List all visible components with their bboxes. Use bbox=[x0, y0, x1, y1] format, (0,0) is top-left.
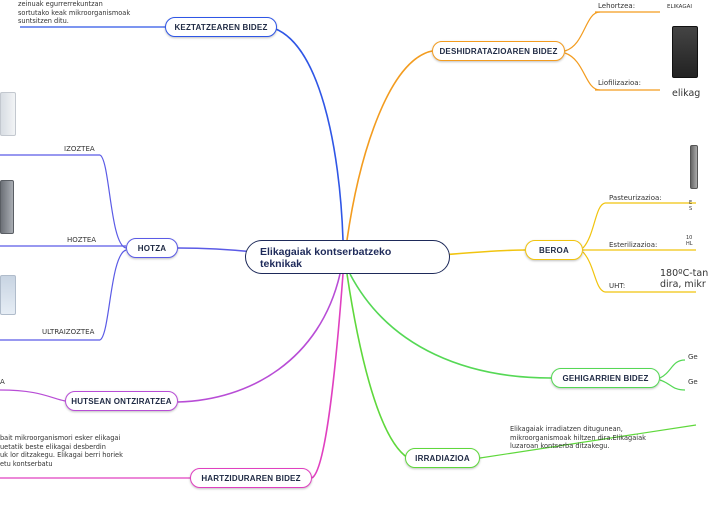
uht-note-line-1: 180ºC-tan bbox=[660, 268, 708, 279]
branch-hartziduraren-label: HARTZIDURAREN BIDEZ bbox=[201, 473, 301, 483]
connector-deshidratazio bbox=[346, 50, 433, 241]
connector-irradiazioa bbox=[346, 273, 409, 459]
central-title-line-1: Elikagaiak kontserbatzeko bbox=[260, 246, 392, 258]
uht-note-line-2: dira, mikr bbox=[660, 279, 706, 290]
connector-gehigarrien bbox=[349, 273, 552, 379]
irradiazio-note: Elikagaiak irradiatzen ditugunean, mikro… bbox=[510, 425, 646, 451]
connector-ultraizoztea bbox=[99, 249, 127, 341]
uht-note: 180ºC-tan dira, mikr bbox=[660, 268, 708, 290]
hartzidura-note: bait mikroorganismori esker elikagai uet… bbox=[0, 434, 123, 468]
branch-gehigarrien[interactable]: GEHIGARRIEN BIDEZ bbox=[551, 368, 660, 388]
irradiazio-note-line-1: Elikagaiak irradiatzen ditugunean, bbox=[510, 425, 623, 433]
freezer-image bbox=[0, 92, 16, 136]
branch-beroa[interactable]: BEROA bbox=[525, 240, 583, 260]
branch-hutsean[interactable]: HUTSEAN ONTZIRATZEA bbox=[65, 391, 178, 411]
label-hoztea: HOZTEA bbox=[67, 236, 97, 244]
irradiazio-note-line-3: luzaroan kontserba ditzakegu. bbox=[510, 442, 610, 450]
connector-liofilizazioa bbox=[564, 52, 601, 91]
liofil-note: elikag bbox=[672, 88, 701, 99]
connector-uht bbox=[582, 251, 606, 293]
dried-food-image bbox=[672, 26, 698, 78]
branch-gehigarrien-label: GEHIGARRIEN BIDEZ bbox=[562, 373, 649, 383]
connector-hutsean bbox=[177, 273, 341, 403]
lehortze-note: ELIKAGAI bbox=[667, 4, 692, 10]
keztatze-note: zeinuak egurrerrekuntzan sortutako keak … bbox=[18, 0, 130, 26]
label-izoztea: IZOZTEA bbox=[64, 145, 95, 153]
branch-deshidratazio-label: DESHIDRATAZIOAREN BIDEZ bbox=[439, 46, 558, 56]
hartzidura-note-line-3: uk lor ditzakegu. Elikagai berri horiek bbox=[0, 451, 123, 459]
connector-gehi1 bbox=[659, 359, 686, 379]
fridge-image bbox=[0, 180, 14, 234]
central-title-line-2: teknikak bbox=[260, 258, 303, 270]
connector-pasteurizazioa bbox=[582, 202, 606, 249]
label-gehi1: Ge bbox=[688, 353, 698, 361]
connector-gehi2 bbox=[659, 379, 686, 391]
connector-izoztea bbox=[99, 154, 127, 249]
branch-deshidratazio[interactable]: DESHIDRATAZIOAREN BIDEZ bbox=[432, 41, 565, 61]
branch-keztatzearen[interactable]: KEZTATZEAREN BIDEZ bbox=[165, 17, 277, 37]
hartzidura-note-line-4: etu kontserbatu bbox=[0, 459, 53, 468]
hartzidura-note-line-1: bait mikroorganismori esker elikagai bbox=[0, 434, 121, 442]
central-node[interactable]: Elikagaiak kontserbatzeko teknikak bbox=[245, 240, 450, 274]
ultrafreezer-image bbox=[0, 275, 16, 315]
connector-hartziduraren bbox=[311, 273, 344, 479]
branch-hartziduraren[interactable]: HARTZIDURAREN BIDEZ bbox=[190, 468, 312, 488]
past-note-line-1: E bbox=[689, 200, 693, 206]
branch-beroa-label: BEROA bbox=[539, 245, 569, 255]
past-note-line-2: S bbox=[689, 206, 693, 212]
connector-hutsean-sub bbox=[0, 389, 66, 402]
branch-hutsean-label: HUTSEAN ONTZIRATZEA bbox=[71, 396, 172, 406]
hartzidura-note-line-2: uetatik beste elikagai desberdin bbox=[0, 442, 106, 451]
connector-irradiazio-line bbox=[479, 424, 697, 459]
label-hutsean-sub: A bbox=[0, 378, 5, 386]
connector-keztatzearen bbox=[269, 26, 344, 241]
branch-hotza[interactable]: HOTZA bbox=[126, 238, 178, 258]
keztatze-note-line-2: sortutako keak mikroorganismoak bbox=[18, 8, 131, 17]
branch-hotza-label: HOTZA bbox=[137, 243, 167, 253]
ester-note-line-1: 10 bbox=[686, 235, 693, 241]
branch-irradiazioa-label: IRRADIAZIOA bbox=[415, 453, 470, 463]
label-gehi2: Ge bbox=[688, 378, 698, 386]
label-pasteurizazioa: Pasteurizazioa: bbox=[609, 194, 662, 202]
pasteurizer-image bbox=[690, 145, 698, 189]
branch-irradiazioa[interactable]: IRRADIAZIOA bbox=[405, 448, 480, 468]
connector-lehortzea bbox=[564, 11, 601, 52]
label-uht: UHT: bbox=[609, 282, 626, 290]
label-liofilizazioa: Liofilizazioa: bbox=[598, 79, 641, 87]
label-ultraizoztea: ULTRAIZOZTEA bbox=[42, 328, 95, 336]
ester-note: 10 HL bbox=[686, 235, 693, 247]
label-esterilizazioa: Esterilizazioa: bbox=[609, 241, 658, 249]
keztatze-note-line-1: zeinuak egurrerrekuntzan bbox=[18, 0, 103, 8]
keztatze-note-line-3: suntsitzen ditu. bbox=[18, 17, 69, 25]
branch-keztatzearen-label: KEZTATZEAREN BIDEZ bbox=[174, 22, 268, 32]
past-note: E S bbox=[689, 200, 692, 212]
irradiazio-note-line-2: mikroorganismoak hiltzen dira.Elikagaiak bbox=[510, 433, 646, 442]
ester-note-line-2: HL bbox=[686, 241, 693, 247]
label-lehortzea: Lehortzea: bbox=[598, 2, 636, 10]
